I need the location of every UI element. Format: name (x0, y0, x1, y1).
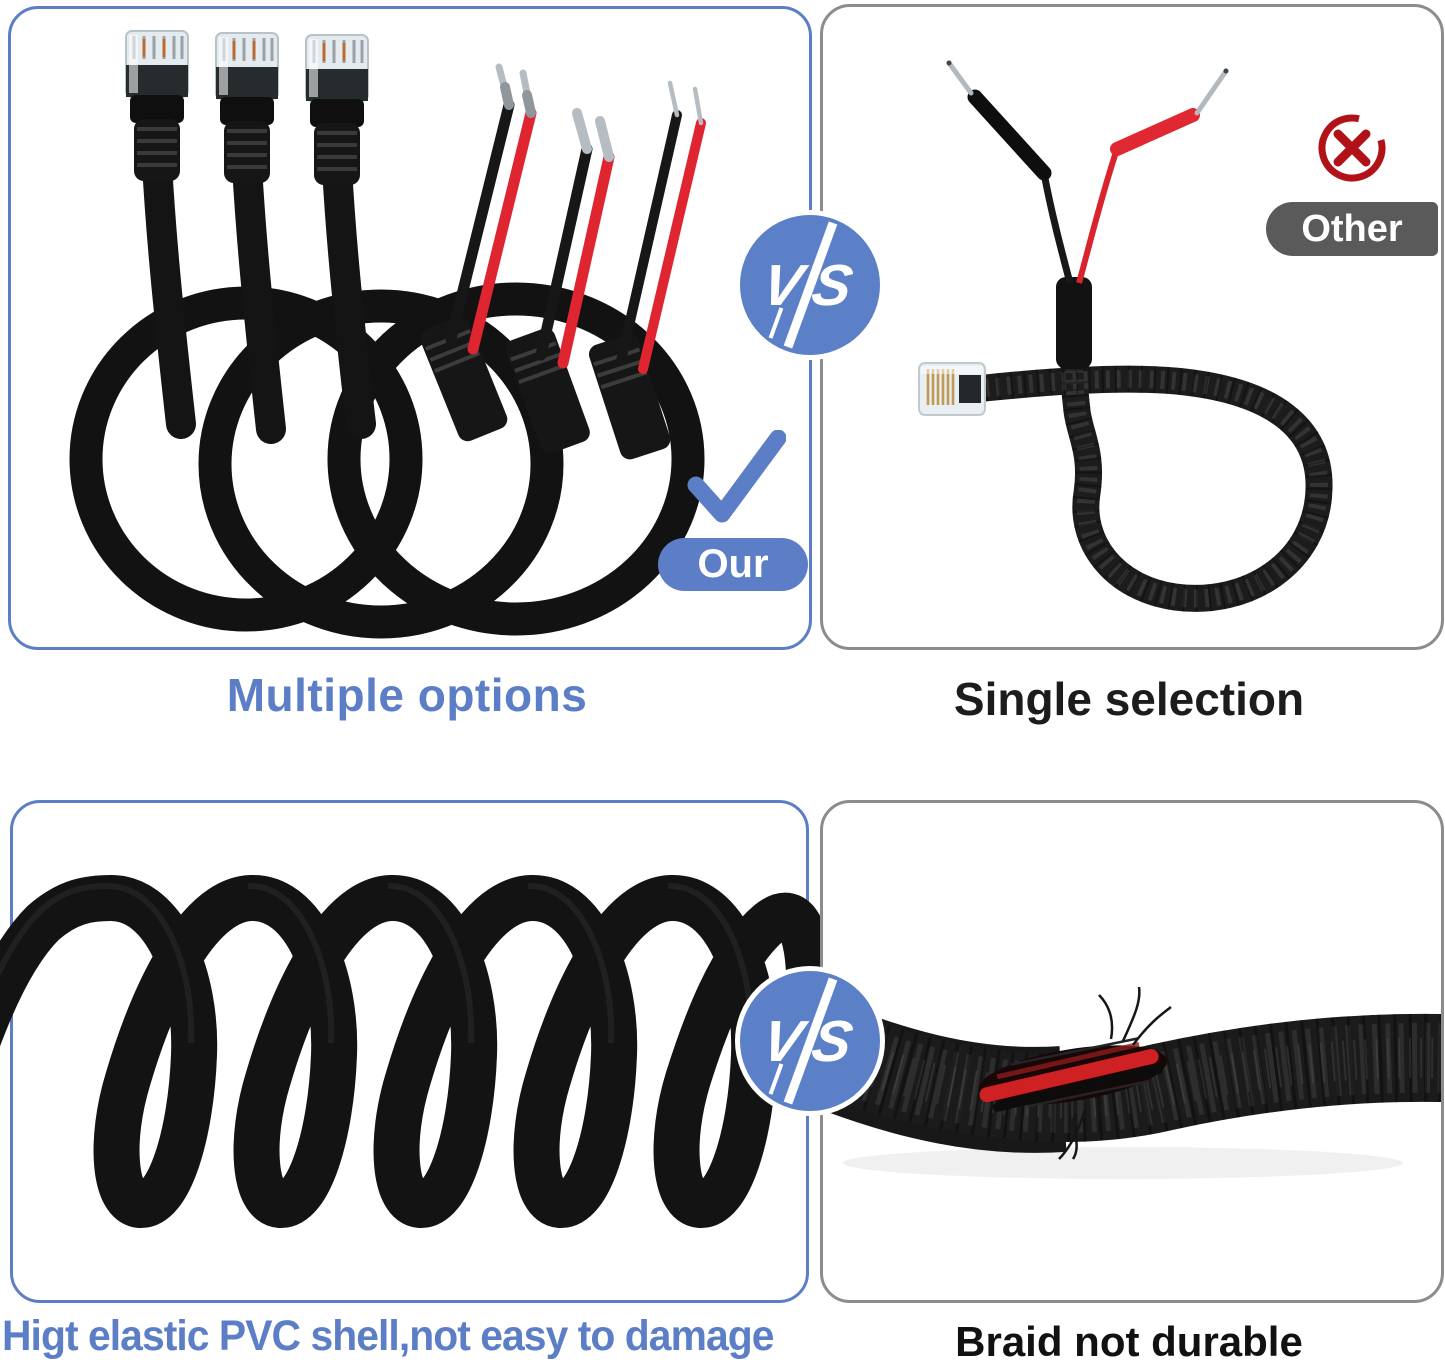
frayed-braid-photo (823, 986, 1441, 1179)
caption-multiple-options: Multiple options (226, 669, 588, 721)
our-badge: Our (658, 538, 808, 591)
braid-tear (979, 1037, 1167, 1112)
rj11-plug (918, 362, 986, 416)
spiral-cable-photo (0, 874, 832, 1228)
vs-label: VS (757, 252, 869, 318)
caption-single-selection: Single selection (953, 673, 1305, 725)
panel-pvc-spiral (0, 800, 832, 1303)
barrel-connectors (420, 316, 671, 460)
caption-pvc-shell: Higt elastic PVC shell,not easy to damag… (2, 1312, 774, 1360)
panel-our-cables (8, 6, 812, 650)
coiled-cables-photo (69, 30, 706, 639)
vs-badge-bottom: VS (735, 966, 885, 1116)
vs-label: VS (757, 1008, 869, 1074)
rj45-connectors (125, 30, 369, 185)
bare-wire-leads (445, 63, 706, 374)
other-badge: Other (1266, 202, 1438, 256)
cross-icon (1318, 114, 1386, 182)
panel-other-cable (820, 4, 1444, 650)
panel-frayed-braid (820, 800, 1444, 1303)
caption-braid-not-durable: Braid not durable (955, 1318, 1303, 1365)
vs-badge-top: VS (735, 210, 885, 360)
braided-cable-photo (918, 60, 1333, 612)
check-icon (687, 430, 786, 523)
split-wire-leads (946, 60, 1229, 284)
